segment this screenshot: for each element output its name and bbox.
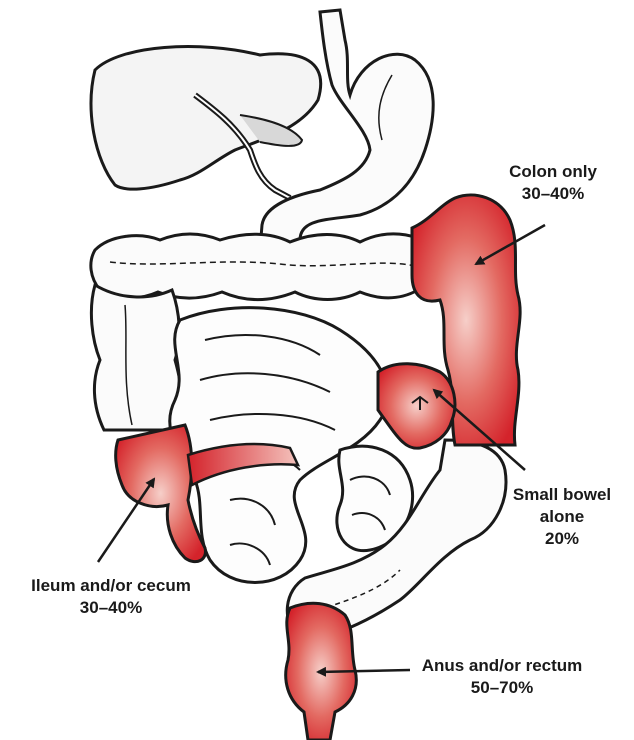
small-intestine [170, 308, 413, 583]
small-bowel-label-name: Small bowel [496, 484, 628, 506]
colon-label: Colon only 30–40% [488, 161, 618, 205]
small-bowel-label-qualifier: alone [496, 506, 628, 528]
rectum-label-percent: 50–70% [395, 677, 609, 699]
ascending-colon [91, 285, 181, 430]
transverse-colon [91, 234, 418, 300]
colon-label-percent: 30–40% [488, 183, 618, 205]
rectum-label-name: Anus and/or rectum [395, 655, 609, 677]
ileum-label-percent: 30–40% [4, 597, 218, 619]
rectum-label: Anus and/or rectum 50–70% [395, 655, 609, 699]
colon-label-name: Colon only [488, 161, 618, 183]
ileum-label-name: Ileum and/or cecum [4, 575, 218, 597]
liver [91, 47, 321, 190]
small-bowel-label: Small bowel alone 20% [496, 484, 628, 550]
ileum-label: Ileum and/or cecum 30–40% [4, 575, 218, 619]
ileum-cecum-highlight [116, 425, 206, 562]
small-bowel-label-percent: 20% [496, 528, 628, 550]
small-bowel-highlight [378, 364, 455, 448]
